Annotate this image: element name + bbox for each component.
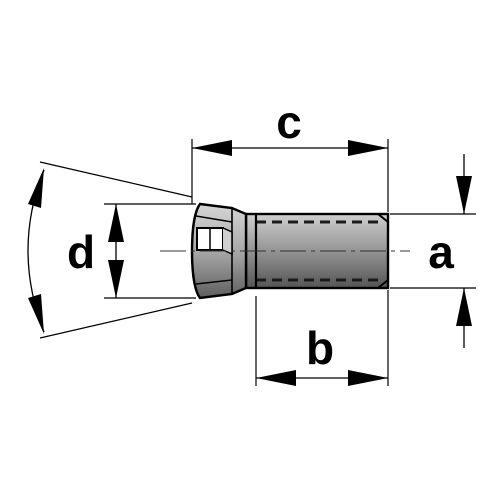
angle-leg-bottom (39, 302, 193, 339)
head-chamfer-top (195, 215, 233, 223)
dim-d-arrow-top (108, 204, 124, 242)
dimension-a: a (390, 154, 476, 348)
dim-b-arrow-left (256, 370, 296, 386)
dim-d-label: d (67, 226, 95, 278)
dimension-b: b (255, 290, 389, 386)
dim-a-arrow-top (456, 176, 472, 214)
head-chamfer-bottom (195, 279, 233, 285)
angle-leg-top (39, 161, 193, 198)
dimension-d: d (67, 203, 196, 299)
dim-c-label: c (276, 96, 302, 148)
dim-c-arrow-right (348, 140, 388, 156)
shank-chamfer (377, 213, 389, 289)
angle-arrow-top (28, 168, 44, 208)
dim-b-label: b (306, 322, 334, 374)
angle-arrow-bottom (28, 294, 44, 334)
dim-a-arrow-bottom (456, 288, 472, 326)
slot-side (222, 227, 233, 256)
dim-d-arrow-bottom (108, 260, 124, 298)
dimension-c: c (191, 96, 389, 212)
dim-a-label: a (428, 226, 454, 278)
dim-c-arrow-left (192, 140, 232, 156)
dimension-angle (27, 161, 193, 339)
dim-b-arrow-right (348, 370, 388, 386)
